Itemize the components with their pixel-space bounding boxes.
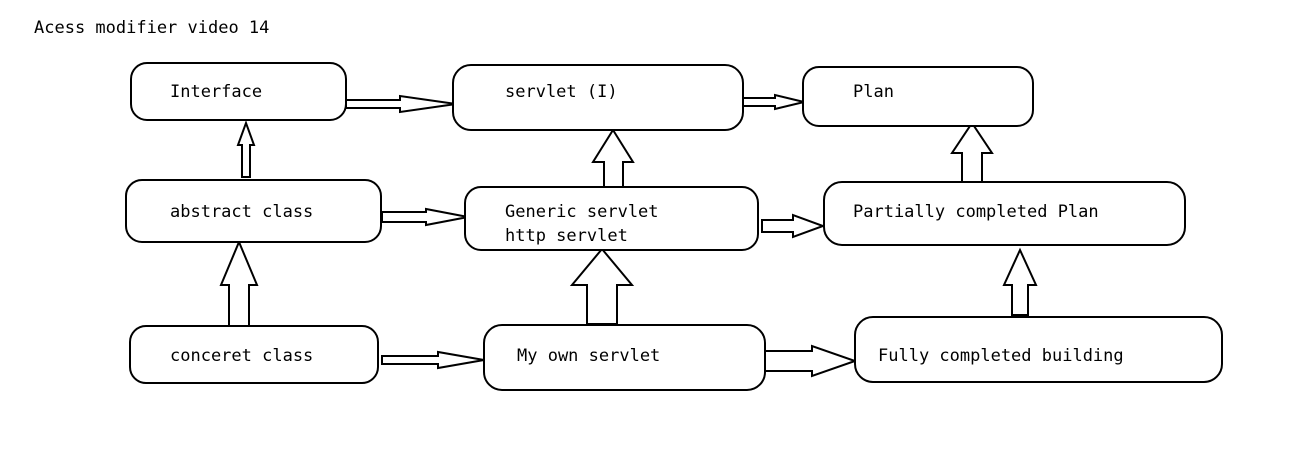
label-my-own-servlet: My own servlet [517, 346, 660, 366]
arrow-myown-to-fully [764, 344, 859, 378]
arrow-partial-to-plan [950, 121, 994, 184]
node-my-own-servlet [483, 324, 766, 391]
arrow-interface-to-servlet [345, 94, 457, 114]
label-fully-completed-building: Fully completed building [878, 346, 1124, 366]
arrow-abstract-to-interface [236, 120, 256, 178]
arrow-fully-to-partial [1002, 247, 1038, 316]
nodes-layer [125, 62, 1223, 391]
node-plan [802, 66, 1034, 127]
label-generic-servlet: Generic servlet [505, 202, 659, 222]
label-servlet-i: servlet (I) [505, 82, 618, 102]
label-abstract-class: abstract class [170, 202, 313, 222]
arrow-myown-to-generic [569, 247, 635, 325]
node-interface [130, 62, 347, 121]
arrow-concrete-to-myown [381, 350, 485, 370]
arrow-concrete-to-abstract [219, 239, 259, 329]
node-generic-servlet [464, 186, 759, 251]
node-abstract-class [125, 179, 382, 243]
arrows-layer [219, 93, 1038, 378]
node-servlet-i [452, 64, 744, 131]
label-partially-completed-plan: Partially completed Plan [853, 202, 1099, 222]
arrow-servlet-to-plan [741, 93, 805, 111]
label-concrete-class: conceret class [170, 346, 313, 366]
arrow-generic-to-servlet [591, 128, 635, 190]
labels-layer: Interface servlet (I) Plan abstract clas… [170, 82, 1124, 366]
node-partially-completed-plan [823, 181, 1186, 246]
label-plan: Plan [853, 82, 894, 102]
arrow-generic-to-partial [761, 213, 826, 239]
node-fully-completed-building [854, 316, 1223, 383]
diagram-title: Acess modifier video 14 [34, 18, 269, 38]
arrow-abstract-to-generic [381, 207, 469, 227]
label-interface: Interface [170, 82, 262, 102]
label-http-servlet: http servlet [505, 226, 628, 246]
node-concrete-class [129, 325, 379, 384]
